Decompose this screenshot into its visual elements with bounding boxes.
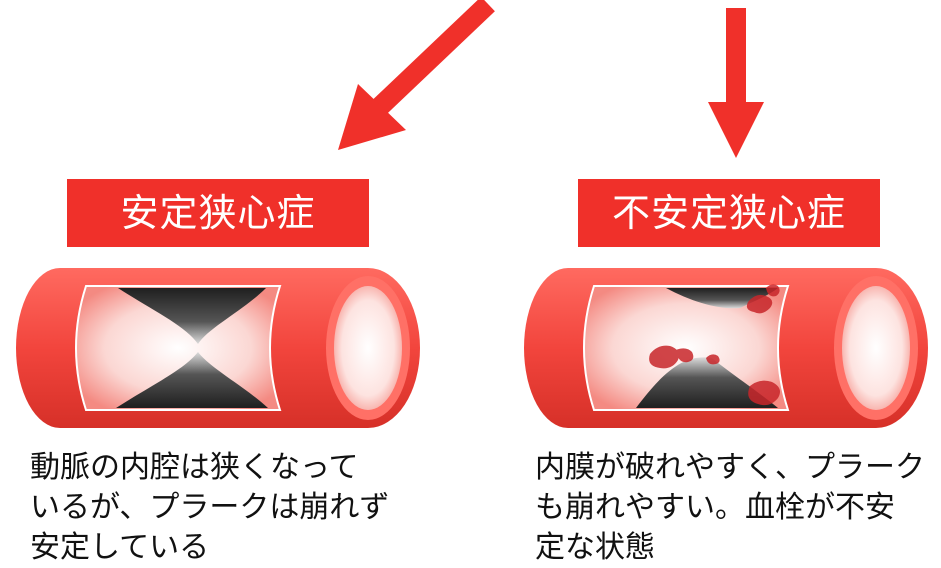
caption-line: 動脈の内腔は狭くなって [30,450,359,485]
unstable-angina-caption: 内膜が破れやすく、プラーク も崩れやすい。血栓が不安 定な状態 [535,448,941,568]
caption-line: 内膜が破れやすく、プラーク [535,450,925,485]
caption-line: 安定している [30,530,210,565]
diagonal-arrow-icon [338,0,495,150]
caption-line: 定な状態 [535,530,655,565]
stable-angina-caption: 動脈の内腔は狭くなって いるが、プラークは崩れず 安定している [30,448,389,568]
caption-line: いるが、プラークは崩れず [30,490,390,525]
caption-line: も崩れやすい。血栓が不安 [535,490,895,525]
stable-vessel-illustration [16,268,420,428]
unstable-angina-label: 不安定狭心症 [578,179,880,247]
stable-angina-label: 安定狭心症 [67,179,369,247]
down-arrow-icon [708,8,764,158]
unstable-vessel-illustration [524,268,928,428]
